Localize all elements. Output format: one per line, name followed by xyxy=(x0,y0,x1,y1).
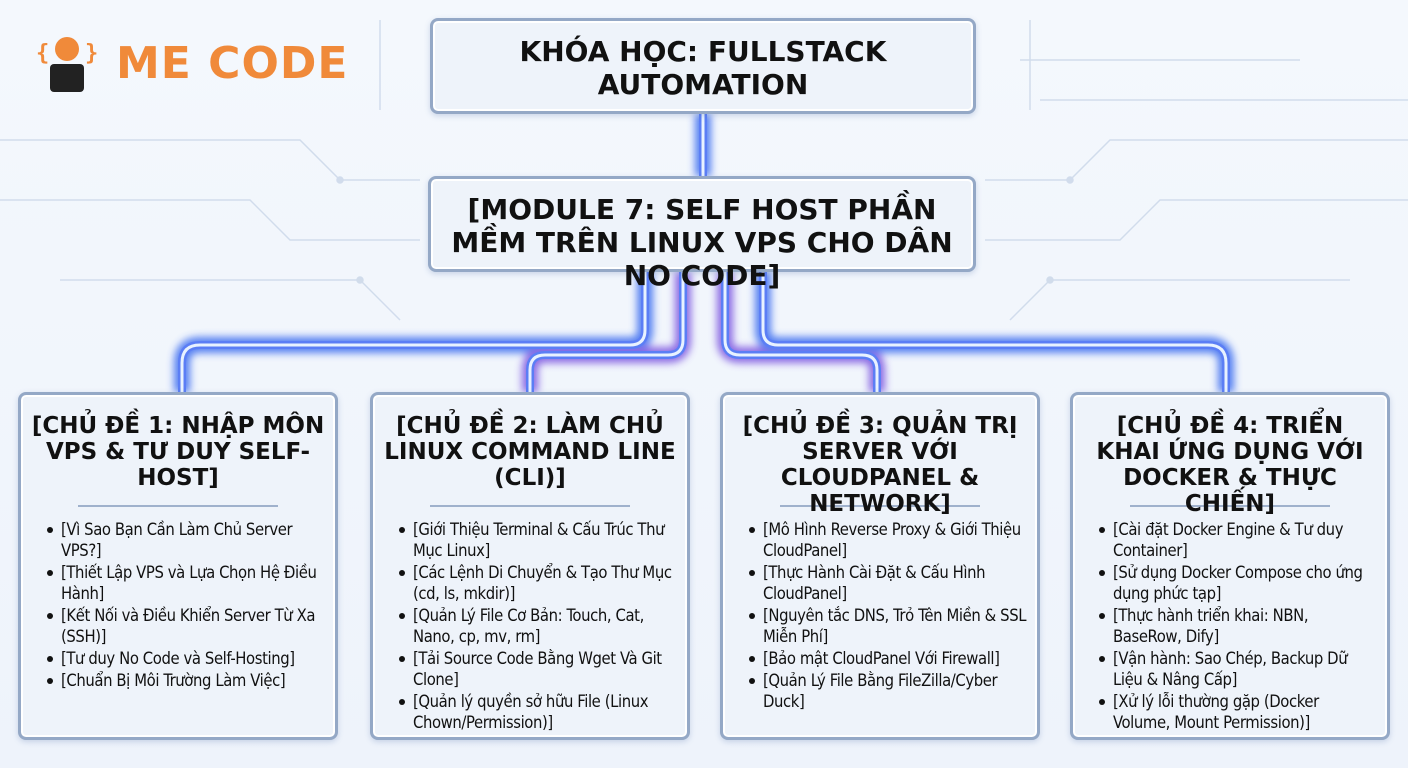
circuit-pattern xyxy=(0,20,1408,321)
list-item: [Vận hành: Sao Chép, Backup Dữ Liệu & Nâ… xyxy=(1099,648,1377,690)
list-item: [Thực Hành Cài Đặt & Cấu Hình CloudPanel… xyxy=(749,562,1027,604)
list-item: [Vì Sao Bạn Cần Làm Chủ Server VPS?] xyxy=(47,519,325,561)
list-item: [Quản Lý File Cơ Bản: Touch, Cat, Nano, … xyxy=(399,605,677,647)
connector-line xyxy=(528,272,685,392)
topic-list: [Vì Sao Bạn Cần Làm Chủ Server VPS?] [Th… xyxy=(31,519,325,691)
list-item: [Tư duy No Code và Self-Hosting] xyxy=(47,648,325,669)
topic-card-2: [CHỦ ĐỀ 2: LÀM CHỦ LINUX COMMAND LINE (C… xyxy=(370,392,690,740)
svg-text:{: { xyxy=(36,41,49,66)
divider xyxy=(780,505,980,507)
module-title: [MODULE 7: SELF HOST PHẦN MỀM TRÊN LINUX… xyxy=(451,193,953,292)
list-item: [Thực hành triển khai: NBN, BaseRow, Dif… xyxy=(1099,605,1377,647)
connector-line xyxy=(723,272,879,392)
divider xyxy=(430,505,630,507)
topic-title: [CHỦ ĐỀ 3: QUẢN TRỊ SERVER VỚI CLOUDPANE… xyxy=(742,413,1018,517)
list-item: [Xử lý lỗi thường gặp (Docker Volume, Mo… xyxy=(1099,691,1377,733)
svg-text:}: } xyxy=(85,41,98,66)
divider xyxy=(78,505,278,507)
person-with-braces-icon: { } xyxy=(36,37,98,92)
topic-card-1: [CHỦ ĐỀ 1: NHẬP MÔN VPS & TƯ DUY SELF-HO… xyxy=(18,392,338,740)
connector-line xyxy=(180,272,647,392)
brand-logo: { } ME CODE xyxy=(36,34,349,94)
course-title-box: KHÓA HỌC: FULLSTACK AUTOMATION xyxy=(430,18,976,114)
list-item: [Nguyên tắc DNS, Trỏ Tên Miền & SSL Miễn… xyxy=(749,606,1027,646)
course-title: KHÓA HỌC: FULLSTACK AUTOMATION xyxy=(519,35,887,101)
divider xyxy=(1130,505,1330,507)
topic-title: [CHỦ ĐỀ 4: TRIỂN KHAI ỨNG DỤNG VỚI DOCKE… xyxy=(1096,413,1364,517)
list-item: [Quản Lý File Bằng FileZilla/Cyber Duck] xyxy=(749,670,1027,712)
topic-title: [CHỦ ĐỀ 2: LÀM CHỦ LINUX COMMAND LINE (C… xyxy=(384,413,676,491)
topic-card-3: [CHỦ ĐỀ 3: QUẢN TRỊ SERVER VỚI CLOUDPANE… xyxy=(720,392,1040,740)
brand-name: ME CODE xyxy=(116,38,349,89)
list-item: [Thiết Lập VPS và Lựa Chọn Hệ Điều Hành] xyxy=(47,562,325,604)
topic-list: [Giới Thiệu Terminal & Cấu Trúc Thư Mục … xyxy=(383,519,677,733)
list-item: [Giới Thiệu Terminal & Cấu Trúc Thư Mục … xyxy=(399,519,677,561)
list-item: [Tải Source Code Bằng Wget Và Git Clone] xyxy=(399,648,677,690)
list-item: [Kết Nối và Điều Khiển Server Từ Xa (SSH… xyxy=(47,605,325,647)
list-item: [Quản lý quyền sở hữu File (Linux Chown/… xyxy=(399,691,677,733)
list-item: [Bảo mật CloudPanel Với Firewall] xyxy=(749,648,1027,669)
list-item: [Sử dụng Docker Compose cho ứng dụng phứ… xyxy=(1099,562,1377,604)
topic-title: [CHỦ ĐỀ 1: NHẬP MÔN VPS & TƯ DUY SELF-HO… xyxy=(31,413,325,491)
list-item: [Chuẩn Bị Môi Trường Làm Việc] xyxy=(47,670,325,691)
list-item: [Cài đặt Docker Engine & Tư duy Containe… xyxy=(1099,519,1377,561)
topic-card-4: [CHỦ ĐỀ 4: TRIỂN KHAI ỨNG DỤNG VỚI DOCKE… xyxy=(1070,392,1390,740)
list-item: [Mô Hình Reverse Proxy & Giới Thiệu Clou… xyxy=(749,519,1027,561)
list-item: [Các Lệnh Di Chuyển & Tạo Thư Mục (cd, l… xyxy=(399,562,677,604)
module-title-box: [MODULE 7: SELF HOST PHẦN MỀM TRÊN LINUX… xyxy=(428,176,976,292)
connector-line xyxy=(761,272,1228,392)
topic-list: [Cài đặt Docker Engine & Tư duy Containe… xyxy=(1083,519,1377,733)
topic-list: [Mô Hình Reverse Proxy & Giới Thiệu Clou… xyxy=(733,519,1027,712)
